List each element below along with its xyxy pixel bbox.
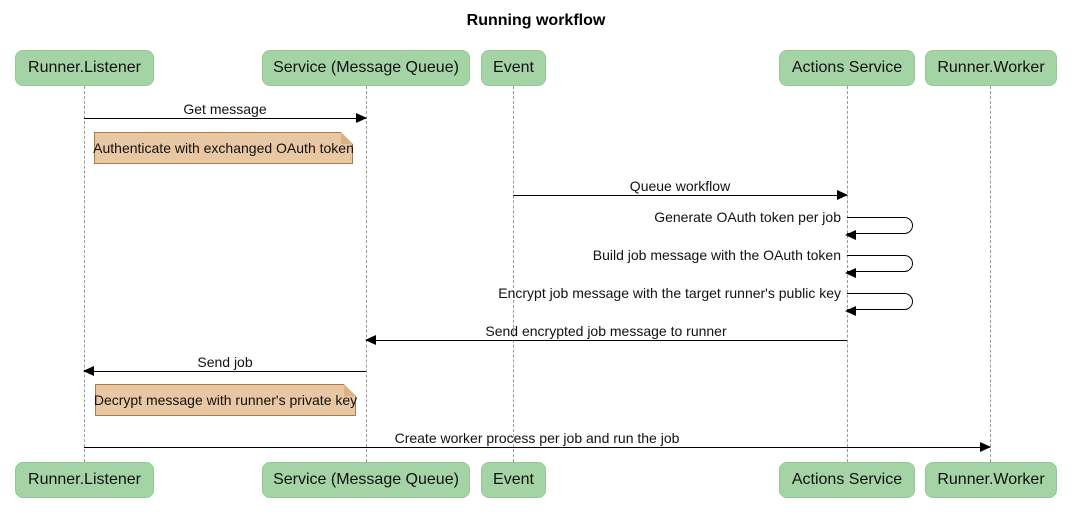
message-label-encrypt-job-message: Encrypt job message with the target runn…: [498, 285, 841, 301]
arrowhead-left-icon: [845, 268, 856, 278]
message-label-send-job: Send job: [197, 354, 253, 370]
actor-service-message-queue-bottom: Service (Message Queue): [262, 462, 470, 498]
diagram-title: Running workflow: [466, 12, 606, 29]
arrowhead-left-icon: [845, 306, 856, 316]
actor-label: Event: [493, 471, 534, 488]
note-text: Authenticate with exchanged OAuth token: [93, 140, 354, 156]
actor-runner-worker-bottom: Runner.Worker: [925, 462, 1057, 498]
message-arrow-send-encrypted-job: [365, 335, 847, 345]
actor-service-message-queue-top: Service (Message Queue): [262, 50, 470, 86]
self-loop-encrypt-job-message: [845, 293, 913, 316]
message-arrow-create-worker: [84, 442, 991, 452]
message-label-queue-workflow: Queue workflow: [629, 178, 731, 194]
actor-label: Runner.Listener: [28, 59, 141, 76]
message-arrow-queue-workflow: [513, 190, 848, 200]
self-loop-generate-oauth-token: [845, 217, 913, 240]
arrowhead-right-icon: [837, 190, 848, 200]
actor-event-bottom: Event: [481, 462, 546, 498]
actor-label: Actions Service: [791, 59, 903, 76]
lifeline-service-message-queue: [366, 86, 367, 462]
note-authenticate-oauth: Authenticate with exchanged OAuth token: [93, 132, 354, 164]
lifeline-runner-listener: [84, 86, 85, 462]
arrowhead-left-icon: [365, 335, 376, 345]
lifeline-event: [513, 86, 514, 462]
actor-runner-listener-top: Runner.Listener: [15, 50, 154, 86]
arrowhead-left-icon: [845, 230, 856, 240]
actor-label: Event: [493, 59, 534, 76]
arrowhead-right-icon: [980, 442, 991, 452]
message-arrow-get-message: [84, 113, 367, 123]
note-decrypt-message: Decrypt message with runner's private ke…: [93, 384, 358, 416]
message-label-create-worker: Create worker process per job and run th…: [394, 430, 680, 446]
actor-label: Service (Message Queue): [273, 471, 459, 488]
actor-label: Runner.Listener: [28, 471, 141, 488]
message-label-get-message: Get message: [183, 101, 267, 117]
lifeline-runner-worker: [990, 86, 991, 462]
actor-label: Service (Message Queue): [273, 59, 459, 76]
arrowhead-right-icon: [356, 113, 367, 123]
actor-event-top: Event: [481, 50, 546, 86]
self-loop-build-job-message: [845, 255, 913, 278]
actor-runner-listener-bottom: Runner.Listener: [15, 462, 154, 498]
message-label-generate-oauth-token: Generate OAuth token per job: [654, 209, 841, 225]
message-arrow-send-job: [83, 366, 366, 376]
actor-label: Runner.Worker: [937, 471, 1045, 488]
actor-runner-worker-top: Runner.Worker: [925, 50, 1057, 86]
note-text: Decrypt message with runner's private ke…: [93, 392, 358, 408]
message-label-send-encrypted-job: Send encrypted job message to runner: [485, 323, 727, 339]
actor-label: Actions Service: [791, 471, 903, 488]
message-label-build-job-message: Build job message with the OAuth token: [592, 247, 841, 263]
actor-actions-service-top: Actions Service: [779, 50, 915, 86]
arrowhead-left-icon: [83, 366, 94, 376]
actor-label: Runner.Worker: [937, 59, 1045, 76]
actor-actions-service-bottom: Actions Service: [779, 462, 915, 498]
